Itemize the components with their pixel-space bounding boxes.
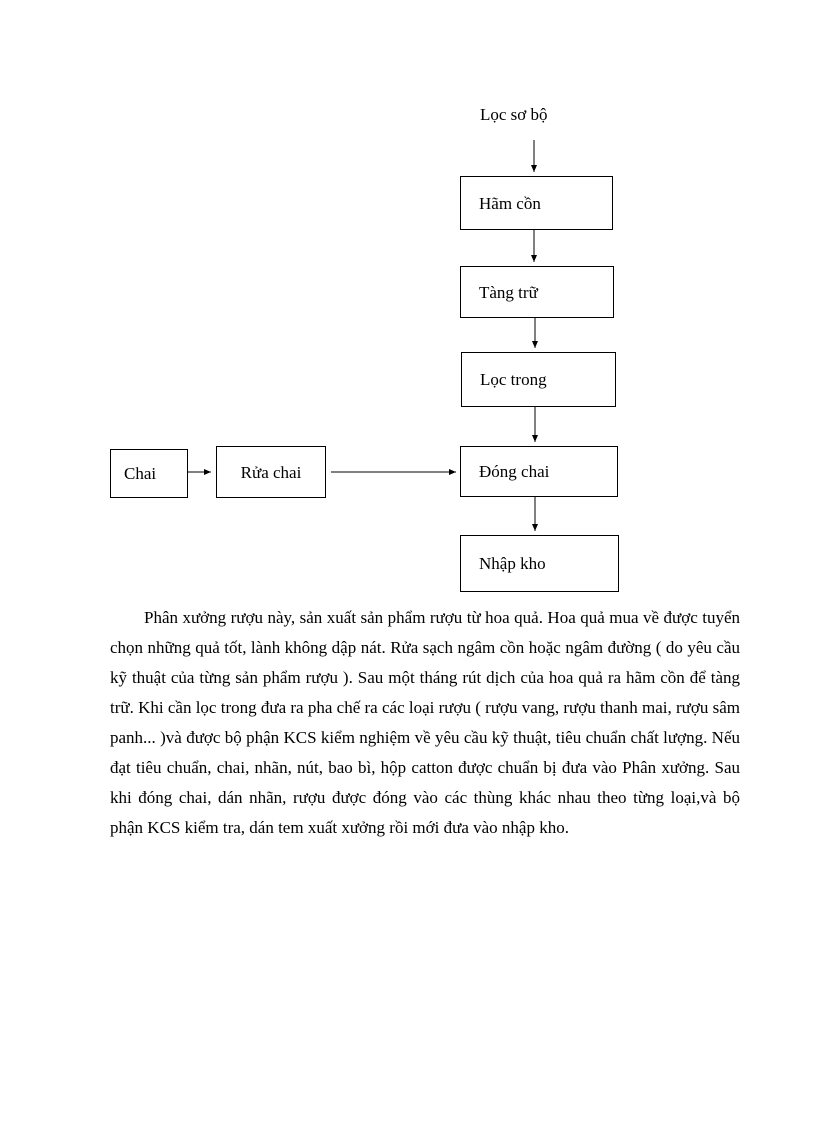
step-dong-chai: Đóng chai bbox=[460, 446, 618, 497]
step-rua-chai-label: Rửa chai bbox=[240, 462, 302, 482]
step-chai: Chai bbox=[110, 449, 188, 498]
step-nhap-kho: Nhập kho bbox=[460, 535, 619, 592]
process-flowchart: Lọc sơ bộ Hãm cồn Tàng trữ Lọc trong Đón… bbox=[110, 105, 619, 592]
step-tang-tru: Tàng trữ bbox=[460, 266, 614, 318]
step-dong-chai-label: Đóng chai bbox=[479, 462, 550, 481]
step-ham-con-label: Hãm cồn bbox=[479, 193, 541, 213]
step-loc-trong-label: Lọc trong bbox=[480, 370, 547, 389]
step-tang-tru-label: Tàng trữ bbox=[479, 282, 538, 302]
description-text: Phân xưởng rượu này, sản xuất sản phẩm r… bbox=[110, 608, 740, 837]
description-paragraph: Phân xưởng rượu này, sản xuất sản phẩm r… bbox=[110, 603, 740, 843]
step-chai-label: Chai bbox=[124, 464, 157, 483]
step-loc-so-bo: Lọc sơ bộ bbox=[480, 105, 548, 124]
flow-arrows bbox=[188, 140, 538, 531]
step-nhap-kho-label: Nhập kho bbox=[479, 554, 546, 573]
step-ham-con: Hãm cồn bbox=[460, 176, 613, 230]
step-loc-trong: Lọc trong bbox=[461, 352, 616, 407]
step-rua-chai: Rửa chai bbox=[216, 446, 326, 498]
